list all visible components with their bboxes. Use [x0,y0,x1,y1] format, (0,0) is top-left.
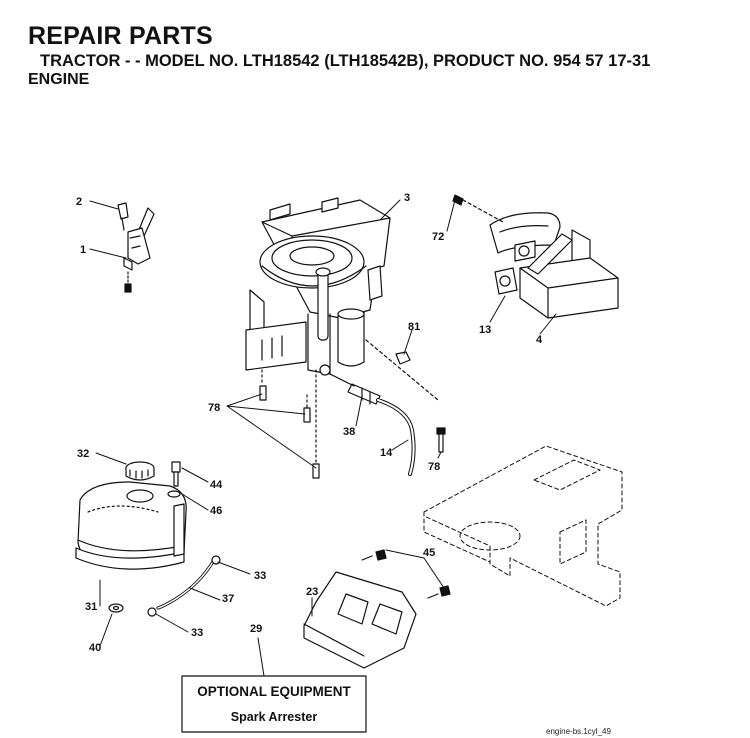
callout-33-lower: 33 [191,627,203,639]
callout-13: 13 [479,324,491,336]
callout-32: 32 [77,448,89,460]
callout-46: 46 [210,505,222,517]
callout-4: 4 [536,334,543,346]
callout-leader-lines [89,199,557,677]
callout-78-left: 78 [208,402,220,414]
callout-29: 29 [250,623,262,635]
fuel-line-parts [259,339,446,479]
callout-78-right: 78 [428,461,440,473]
callout-3: 3 [404,192,410,204]
callout-37: 37 [222,593,234,605]
page-title: REPAIR PARTS [28,22,213,50]
callout-2: 2 [76,196,82,208]
muffler-part [452,194,619,319]
callout-33-upper: 33 [254,570,266,582]
heat-shield-part [303,549,451,669]
section-title: ENGINE [28,71,90,88]
callout-38: 38 [343,426,355,438]
model-line: TRACTOR - - MODEL NO. LTH18542 (LTH18542… [40,52,651,70]
callout-44: 44 [210,479,223,491]
callout-40: 40 [89,642,101,654]
optional-equipment-item: Spark Arrester [231,710,318,724]
callout-81: 81 [408,321,420,333]
callout-23: 23 [306,586,318,598]
callout-45: 45 [423,547,435,559]
callout-72: 72 [432,231,444,243]
optional-equipment-box: OPTIONAL EQUIPMENT Spark Arrester [181,675,367,733]
engine-part [245,197,391,376]
fuel-tank-part [75,461,187,613]
callout-31: 31 [85,601,97,613]
callout-1: 1 [80,244,86,256]
chassis-frame-reference [423,445,623,607]
drawing-reference: engine-bs.1cyl_49 [546,727,611,736]
optional-equipment-heading: OPTIONAL EQUIPMENT [197,684,351,699]
fuel-line-clamp-parts [147,555,221,617]
throttle-bracket-part [117,202,155,293]
callout-14: 14 [380,447,393,459]
